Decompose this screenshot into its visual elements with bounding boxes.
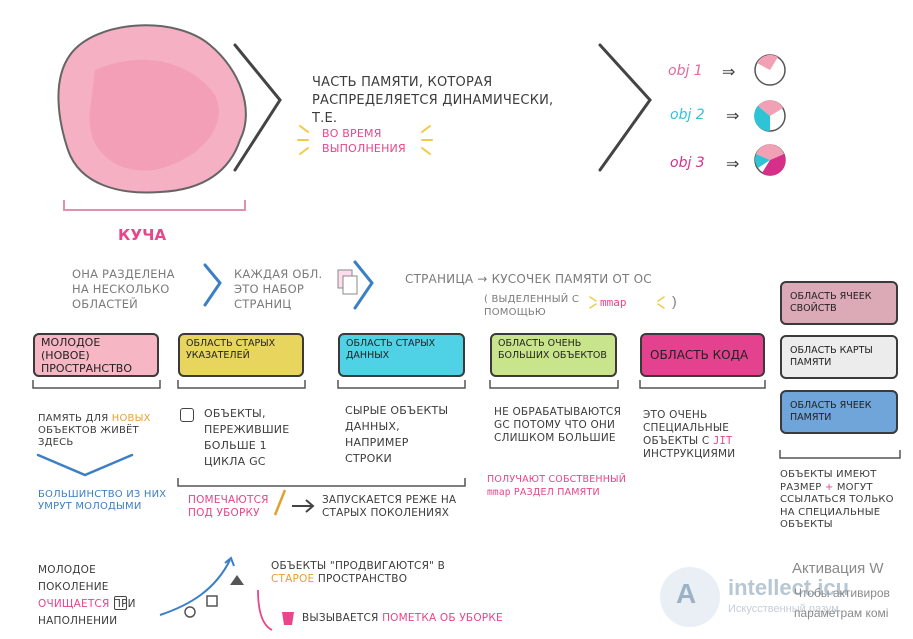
chevron-2 (598, 43, 652, 172)
young-die-note: БОЛЬШИНСТВО ИЗ НИХ УМРУТ МОЛОДЫМИ (38, 489, 168, 513)
object-label: obj 3 (670, 155, 705, 171)
area-old-data: ОБЛАСТЬ СТАРЫХ ДАННЫХ (338, 333, 465, 377)
runs-rarely-note: ЗАПУСКАЕТСЯ РЕЖЕ НА СТАРЫХ ПОКОЛЕНИЯХ (322, 494, 457, 519)
watermark-logo: intellect.icu (728, 575, 850, 600)
heap-definition: ЧАСТЬ ПАМЯТИ, КОТОРАЯ РАСПРЕДЕЛЯЕТСЯ ДИН… (312, 75, 554, 126)
large-own-text: ПОЛУЧАЮТ СОБСТВЕННЫЙ (487, 474, 627, 485)
young-text: ПАМЯТЬ ДЛЯ (38, 413, 109, 424)
code-text: ИНСТРУКЦИЯМИ (643, 448, 736, 460)
area-title: МОЛОДОЕ (НОВОЕ) ПРОСТРАНСТВО (41, 335, 132, 375)
trash-icon (114, 596, 127, 610)
runtime-note: ВО ВРЕМЯ ВЫПОЛНЕНИЯ (322, 127, 406, 155)
area-title: ОБЛАСТЬ ЯЧЕЕК СВОЙСТВ (790, 291, 872, 314)
activation-title: Активация W (792, 560, 884, 577)
code-jit: JIT (713, 435, 733, 447)
object-row-3: obj 3 (670, 154, 705, 172)
marked-note: ПОМЕЧАЮТСЯ ПОД УБОРКУ (188, 494, 269, 519)
activation-line: Чтобы активиров (794, 586, 890, 600)
code-description: ЭТО ОЧЕНЬ СПЕЦИАЛЬНЫЕ ОБЪЕКТЫ С JIT ИНСТ… (643, 409, 758, 461)
area-title: ОБЛАСТЬ СТАРЫХ ДАННЫХ (346, 338, 436, 361)
area-young: МОЛОДОЕ (НОВОЕ) ПРОСТРАНСТВО (33, 333, 159, 377)
double-arrow-icon: ⇒ (722, 64, 736, 81)
young-gen-clean: ОЧИЩАЕТСЯ (38, 598, 110, 610)
large-description: НЕ ОБРАБАТЫВАЮТСЯ GC ПОТОМУ ЧТО ОНИ СЛИШ… (494, 406, 622, 444)
code-text: ЭТО ОЧЕНЬ СПЕЦИАЛЬНЫЕ ОБЪЕКТЫ С (643, 409, 730, 447)
activation-line: параметрам комі (794, 606, 889, 620)
double-arrow-icon: ⇒ (726, 156, 740, 173)
regions-pages: КАЖДАЯ ОБЛ. ЭТО НАБОР СТРАНИЦ (234, 267, 323, 311)
large-own-mmap: mmap (487, 487, 511, 498)
promote-text: ОБЪЕКТЫ "ПРОДВИГАЮТСЯ" В (271, 560, 446, 572)
area-title: ОБЛАСТЬ СТАРЫХ УКАЗАТЕЛЕЙ (186, 338, 276, 361)
young-gen-text: МОЛОДОЕ ПОКОЛЕНИЕ (38, 564, 109, 593)
side-note: ОБЪЕКТЫ ИМЕЮТ РАЗМЕР + МОГУТ ССЫЛАТЬСЯ Т… (780, 469, 905, 532)
object-circles (754, 54, 786, 176)
young-description: ПАМЯТЬ ДЛЯ НОВЫХ ОБЪЕКТОВ ЖИВЁТ ЗДЕСЬ (38, 413, 163, 449)
side-note-text: ОБЪЕКТЫ ИМЕЮТ РАЗМЕР (780, 469, 877, 493)
double-arrow-icon: ⇒ (726, 108, 740, 125)
area-large-objects: ОБЛАСТЬ ОЧЕНЬ БОЛЬШИХ ОБЪЕКТОВ (490, 333, 617, 377)
heap-blob (57, 24, 247, 194)
area-cells: ОБЛАСТЬ ЯЧЕЕК ПАМЯТИ (780, 390, 898, 434)
object-label: obj 1 (668, 63, 703, 79)
called-mark: ПОМЕТКА ОБ УБОРКЕ (382, 612, 503, 624)
young-new-highlight: НОВЫХ (111, 413, 151, 424)
object-label: obj 2 (670, 107, 705, 123)
promote-note: ОБЪЕКТЫ "ПРОДВИГАЮТСЯ" В СТАРОЕ ПРОСТРАН… (271, 560, 471, 586)
side-note-text: МОГУТ ССЫЛАТЬСЯ ТОЛЬКО НА СПЕЦИАЛЬНЫЕ ОБ… (780, 481, 894, 531)
area-title: ОБЛАСТЬ КОДА (650, 347, 749, 362)
object-row-1: obj 1 (668, 62, 703, 80)
called-note: ВЫЗЫВАЕТСЯ ПОМЕТКА ОБ УБОРКЕ (302, 611, 542, 625)
mmap-label: mmap (600, 296, 627, 309)
called-text: ВЫЗЫВАЕТСЯ (302, 612, 379, 624)
young-die-text: БОЛЬШИНСТВО ИЗ НИХ УМРУТ МОЛОДЫМИ (38, 489, 167, 512)
young-text: ОБЪЕКТОВ ЖИВЁТ ЗДЕСЬ (38, 425, 139, 448)
regions-intro: ОНА РАЗДЕЛЕНА НА НЕСКОЛЬКО ОБЛАСТЕЙ (72, 267, 175, 311)
heap-label: КУЧА (118, 226, 167, 244)
chevron-1 (233, 43, 282, 172)
object-row-2: obj 2 (670, 106, 705, 124)
young-gen-text: ПРИ НАПОЛНЕНИИ (38, 598, 136, 627)
area-title: ОБЛАСТЬ ЯЧЕЕК ПАМЯТИ (790, 400, 872, 423)
promote-old: СТАРОЕ (271, 573, 315, 585)
page-alloc-note: ( ВЫДЕЛЕННЫЙ С ПОМОЩЬЮ (484, 294, 580, 318)
cube-icon (180, 408, 194, 422)
large-own-text: РАЗДЕЛ ПАМЯТИ (513, 487, 600, 498)
area-map: ОБЛАСТЬ КАРТЫ ПАМЯТИ (780, 335, 898, 379)
large-own-note: ПОЛУЧАЮТ СОБСТВЕННЫЙ mmap РАЗДЕЛ ПАМЯТИ (487, 473, 627, 499)
paren-close: ) (672, 293, 677, 309)
area-title: ОБЛАСТЬ ОЧЕНЬ БОЛЬШИХ ОБЪЕКТОВ (498, 338, 607, 361)
watermark-sub: Искусственный разум (728, 603, 839, 615)
page-definition: СТРАНИЦА → КУСОЧЕК ПАМЯТИ ОТ ОС (405, 272, 652, 286)
old-pointers-description: ОБЪЕКТЫ, ПЕРЕЖИВШИЕ БОЛЬШЕ 1 ЦИКЛА GC (204, 407, 290, 468)
area-code: ОБЛАСТЬ КОДА (640, 333, 765, 377)
area-property-cells: ОБЛАСТЬ ЯЧЕЕК СВОЙСТВ (780, 281, 898, 325)
area-old-pointers: ОБЛАСТЬ СТАРЫХ УКАЗАТЕЛЕЙ (178, 333, 304, 377)
logo-icon: A (676, 578, 697, 609)
heap-brace (63, 200, 246, 211)
area-title: ОБЛАСТЬ КАРТЫ ПАМЯТИ (790, 345, 873, 368)
old-data-description: СЫРЫЕ ОБЪЕКТЫ ДАННЫХ, НАПРИМЕР СТРОКИ (345, 404, 449, 465)
promote-text: ПРОСТРАНСТВО (317, 573, 408, 585)
side-note-plus: + (824, 481, 834, 493)
young-gen-note: МОЛОДОЕ ПОКОЛЕНИЕ ОЧИЩАЕТСЯ ПРИ НАПОЛНЕН… (38, 562, 158, 630)
